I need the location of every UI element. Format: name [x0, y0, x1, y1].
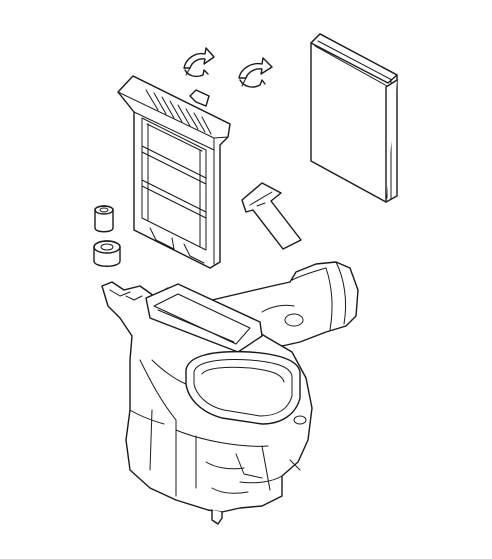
filter-element-icon — [310, 33, 398, 203]
grommet-upper-icon — [94, 205, 114, 233]
filter-frame-icon — [117, 75, 231, 269]
clip-left-icon — [183, 47, 215, 78]
air-box-housing-icon — [101, 261, 359, 525]
clip-right-icon — [238, 57, 273, 88]
grommet-lower-icon — [93, 240, 121, 267]
gasket-strip-icon — [241, 182, 302, 250]
